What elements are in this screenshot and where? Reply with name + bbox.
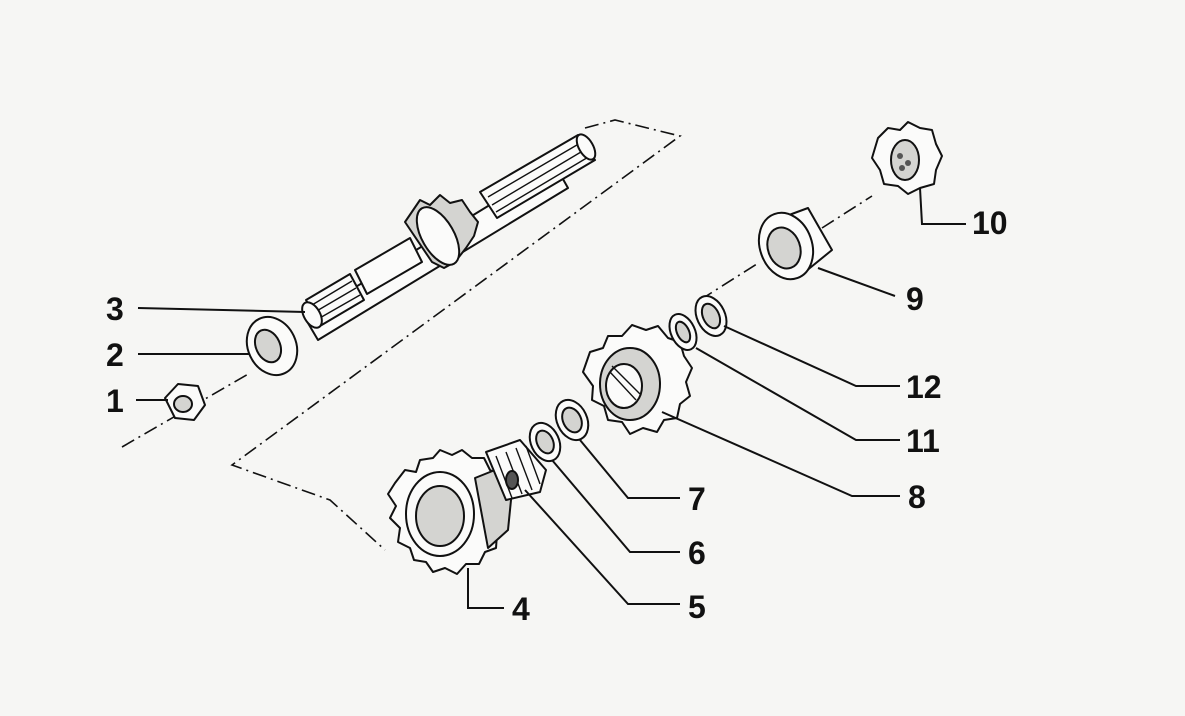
part-10-small-gear [871,121,943,195]
callout-3: 3 [106,291,124,327]
assembly-axis-lines [121,119,873,551]
callout-5: 5 [688,589,706,625]
leader-lines [136,187,966,609]
part-6-washer [528,421,562,463]
callout-9: 9 [906,281,924,317]
part-4-large-gear [387,449,513,575]
callout-2: 2 [106,337,124,373]
part-5-needle-bearing [485,439,547,501]
callout-10: 10 [972,205,1008,241]
callout-4: 4 [512,591,530,627]
part-1-nut [164,383,206,421]
callout-8: 8 [908,479,926,515]
callout-11: 11 [906,423,940,459]
part-2-seal-ring [245,315,299,377]
part-8-double-gear [582,324,693,435]
part-12-shim-ring [694,295,728,337]
callout-labels: 1 2 3 4 5 6 7 8 9 10 11 12 [106,205,1008,627]
callout-7: 7 [688,481,706,517]
main-shaft [301,133,597,341]
callout-6: 6 [688,535,706,571]
callout-1: 1 [106,383,124,419]
part-7-snap-ring [554,398,590,442]
part-11-circlip [668,313,698,351]
part-9-bearing [757,207,833,281]
callout-12: 12 [906,369,942,405]
